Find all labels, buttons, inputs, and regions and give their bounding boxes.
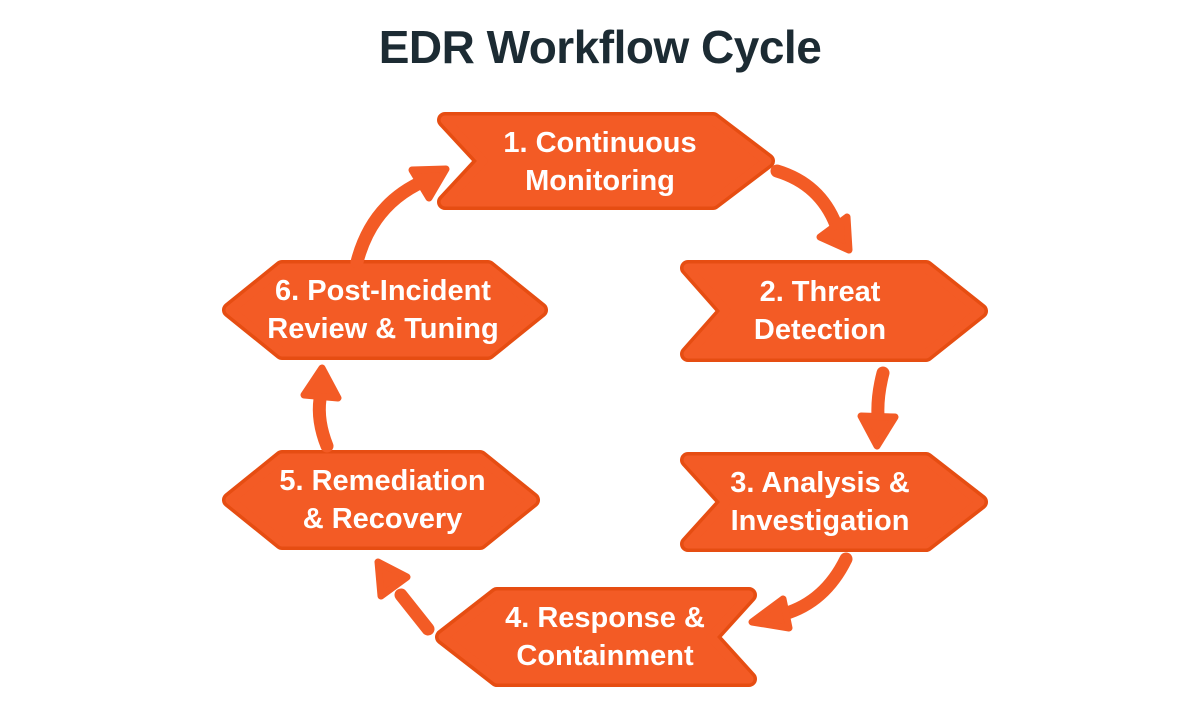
step-6-banner-fill (225, 263, 545, 357)
step-1-label-line-2: Monitoring (525, 165, 675, 197)
step-5-label: 5. Remediation & Recovery (250, 455, 515, 545)
step-1-label-line-1: 1. Continuous (503, 126, 697, 159)
step-4-label-line-1: 4. Response & (505, 601, 705, 634)
step-4-label: 4. Response & Containment (470, 592, 740, 682)
step-2-label-line-1: 2. Threat (759, 275, 881, 308)
step-1-label: 1. Continuous Monitoring (450, 117, 750, 207)
step-1-banner-fill (440, 115, 772, 207)
step-4-banner (435, 587, 757, 687)
step-3-label-line-1: 3. Analysis & (730, 466, 910, 499)
arrow-1-to-2-head (816, 213, 853, 254)
step-4-label-line-2: Containment (516, 640, 694, 672)
arrow-3-to-4-icon (748, 552, 853, 632)
step-3-label-line-2: Investigation (730, 505, 910, 537)
step-1-banner (437, 112, 775, 210)
arrow-5-to-6-head (300, 364, 342, 402)
arrow-1-to-2-stem (770, 164, 843, 232)
arrow-4-to-5-stem (394, 588, 435, 636)
step-4-banner-fill (438, 590, 754, 684)
step-3-banner-fill (683, 455, 985, 549)
arrow-4-to-5-icon (374, 558, 435, 636)
step-5-banner-fill (225, 453, 537, 547)
arrow-6-to-1-icon (350, 165, 450, 269)
arrow-5-to-6-stem (312, 392, 334, 453)
step-5-banner (222, 450, 540, 550)
step-2-banner (680, 260, 988, 362)
diagram-title: EDR Workflow Cycle (378, 21, 822, 73)
step-6-label-line-1: 6. Post-Incident (275, 274, 491, 307)
step-3-label: 3. Analysis & Investigation (690, 457, 950, 547)
arrow-5-to-6-icon (300, 364, 342, 453)
arrow-6-to-1-stem (350, 174, 431, 269)
step-2-banner-fill (683, 263, 985, 359)
arrow-2-to-3-stem (871, 366, 890, 423)
arrow-2-to-3-icon (857, 366, 899, 450)
step-3-banner (680, 452, 988, 552)
arrow-4-to-5-head (374, 558, 411, 600)
step-6-label-line-2: Review & Tuning (267, 313, 499, 345)
step-6-banner (222, 260, 548, 360)
arrow-3-to-4-stem (777, 552, 853, 621)
step-5-label-line-1: 5. Remediation (279, 464, 486, 497)
arrow-1-to-2-icon (770, 164, 853, 254)
arrow-6-to-1-head (408, 165, 450, 202)
step-2-label: 2. Threat Detection (695, 266, 945, 356)
step-5-label-line-2: & Recovery (302, 503, 463, 535)
arrow-2-to-3-head (857, 412, 899, 450)
step-2-label-line-2: Detection (753, 314, 887, 346)
arrow-3-to-4-head (748, 595, 793, 632)
step-6-label: 6. Post-Incident Review & Tuning (238, 265, 528, 355)
